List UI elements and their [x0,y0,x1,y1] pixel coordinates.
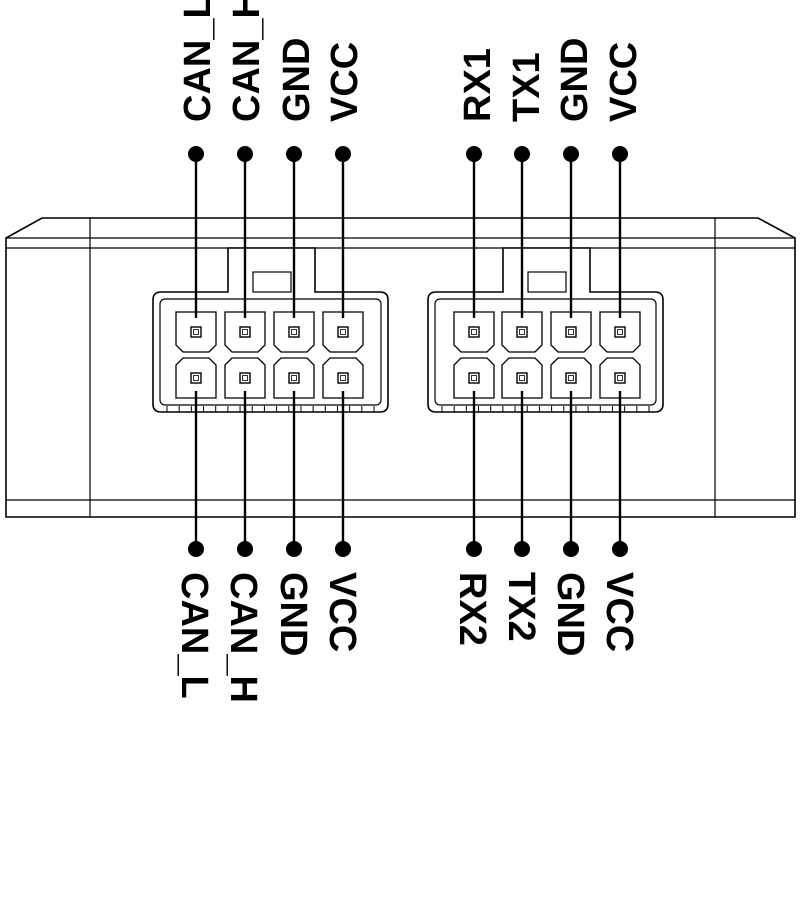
pin-cavity [224,311,266,353]
pin-contact-inner [568,375,574,381]
pin-contact-inner [519,329,525,335]
pin-label: VCC [598,572,640,652]
pin-label: GND [276,38,318,122]
pin-cavity [501,357,543,399]
wire-terminal-dot [563,146,579,162]
wire-terminal-dot [237,146,253,162]
pin-label: TX2 [500,572,542,642]
pin-cavity [224,357,266,399]
labels-can-bottom: CAN_L CAN_H GND VCC [173,572,363,703]
pin-label: RX1 [457,48,499,122]
pin-contact [516,326,528,338]
pin-contact-inner [568,329,574,335]
pin-contact [239,372,251,384]
pin-contact-inner [242,375,248,381]
pin-contact [614,372,626,384]
pin-label: GND [554,38,596,122]
pin-cavity [322,311,364,353]
pin-cavity [175,311,217,353]
pin-contact-inner [617,329,623,335]
device-housing [5,217,796,518]
connector-uart [427,146,664,557]
pin-contact-inner [340,329,346,335]
connector-inner-wall [159,298,382,406]
pin-cavity [453,357,495,399]
pin-label: GND [272,572,314,656]
latch [252,271,292,293]
pin-contact-inner [519,375,525,381]
labels-uart-bottom: RX2 TX2 GND VCC [451,572,640,656]
pin-cavity [501,311,543,353]
pin-contact-inner [617,375,623,381]
pin-contact-inner [291,375,297,381]
wire-terminal-dot [188,146,204,162]
pin-label: CAN_H [226,0,268,122]
wire-terminal-dot [612,541,628,557]
labels-can-top: CAN_L CAN_H GND VCC [177,0,366,122]
pin-contact [516,372,528,384]
pin-contact-inner [340,375,346,381]
pin-contact [565,372,577,384]
wire-terminal-dot [563,541,579,557]
pin-contact-inner [471,329,477,335]
pin-contact-inner [242,329,248,335]
wire-terminal-dot [286,146,302,162]
pin-contact [337,372,349,384]
pin-cavity [273,357,315,399]
pin-contact [337,326,349,338]
pin-label: CAN_L [177,0,219,122]
wire-terminal-dot [466,146,482,162]
pin-label: TX1 [506,52,548,122]
pin-contact [288,372,300,384]
pin-contact-inner [193,375,199,381]
pin-label: RX2 [451,572,493,646]
pin-contact [468,372,480,384]
connector-inner-wall [434,298,657,406]
wire-terminal-dot [237,541,253,557]
pin-cavity [273,311,315,353]
pin-contact [565,326,577,338]
pin-label: CAN_L [173,572,215,699]
wire-terminal-dot [335,541,351,557]
pin-label: GND [549,572,591,656]
pin-cavity [599,311,641,353]
pin-contact [468,326,480,338]
pin-contact [190,326,202,338]
pin-label: VCC [324,42,366,122]
latch [527,271,567,293]
wire-terminal-dot [466,541,482,557]
labels-uart-top: RX1 TX1 GND VCC [457,38,645,122]
wire-terminal-dot [514,541,530,557]
pin-cavity [175,357,217,399]
wire-terminal-dot [286,541,302,557]
wire-terminal-dot [612,146,628,162]
connector-can [152,146,389,557]
pin-label: VCC [321,572,363,652]
pin-contact [614,326,626,338]
wire-terminal-dot [188,541,204,557]
pin-cavity [599,357,641,399]
pin-label: VCC [603,42,645,122]
pin-contact-inner [291,329,297,335]
pin-contact [190,372,202,384]
wire-terminal-dot [514,146,530,162]
pin-cavity [550,357,592,399]
pin-label: CAN_H [222,572,264,703]
pin-cavity [453,311,495,353]
pin-contact-inner [471,375,477,381]
pin-cavity [550,311,592,353]
pin-contact-inner [193,329,199,335]
pin-cavity [322,357,364,399]
wire-terminal-dot [335,146,351,162]
pin-contact [239,326,251,338]
pin-contact [288,326,300,338]
